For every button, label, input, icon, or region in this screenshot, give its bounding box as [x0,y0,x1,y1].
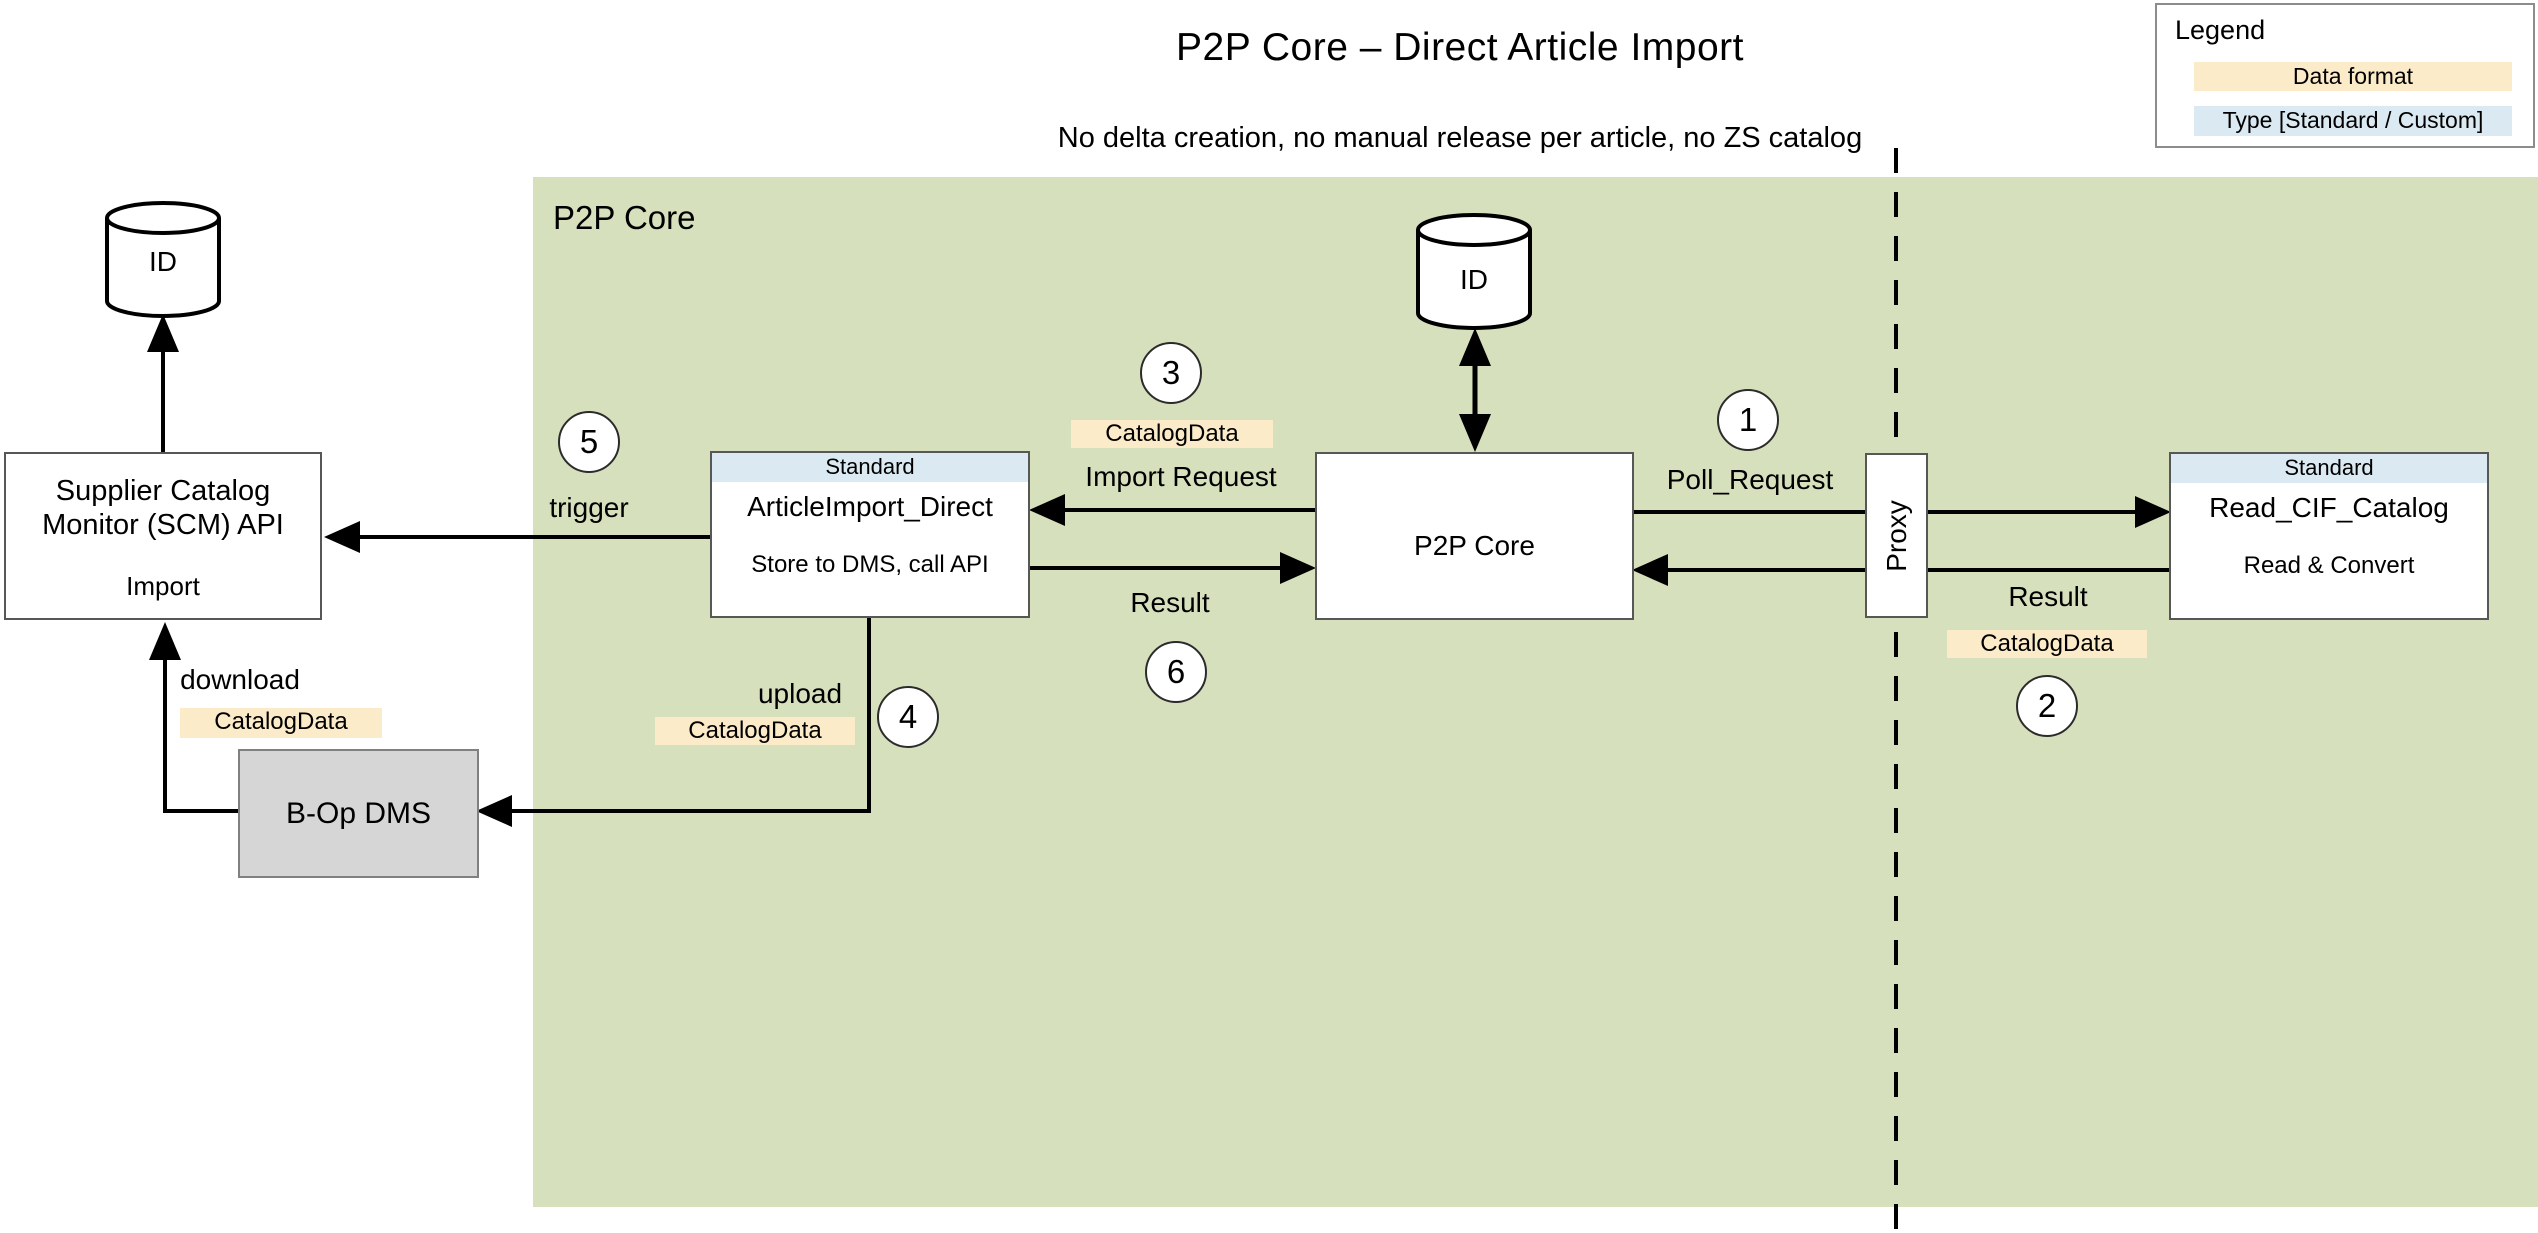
badge-catalogdata-import: CatalogData [1071,420,1273,448]
step-circle-4: 4 [877,686,939,748]
page-subtitle: No delta creation, no manual release per… [1057,122,1863,154]
database-mid-label: ID [1460,264,1488,295]
node-read-cif-catalog: Standard Read_CIF_Catalog Read & Convert [2169,452,2489,620]
read-cif-type-badge: Standard [2171,454,2487,483]
database-left-label: ID [149,246,177,277]
step-circle-2: 2 [2016,675,2078,737]
arrow-upload [476,618,871,827]
node-p2p-core: P2P Core [1315,452,1634,620]
article-import-title: ArticleImport_Direct [747,491,993,522]
arrow-download [149,622,238,813]
article-import-type-badge: Standard [712,453,1028,482]
label-poll-request: Poll_Request [1666,464,1834,495]
legend-title: Legend [2175,15,2266,45]
read-cif-subtitle: Read & Convert [2243,552,2415,579]
step-circle-6: 6 [1145,641,1207,703]
scm-title: Supplier Catalog Monitor (SCM) API [6,474,320,542]
badge-catalogdata-result: CatalogData [1947,630,2147,658]
node-scm-api: Supplier Catalog Monitor (SCM) API Impor… [4,452,322,620]
database-mid-icon [1416,213,1532,330]
label-download: download [180,664,300,695]
step-circle-1: 1 [1717,389,1779,451]
scm-title-line2: Monitor (SCM) API [42,509,284,541]
node-article-import: Standard ArticleImport_Direct Store to D… [710,451,1030,618]
node-bop-dms: B-Op DMS [238,749,479,878]
article-import-subtitle: Store to DMS, call API [751,551,989,578]
step-circle-5: 5 [558,411,620,473]
arrow-import-request [1029,494,1315,526]
proxy-title: Proxy [1880,499,1912,572]
arrow-p2pcore-id-bidirectional [1459,328,1491,452]
scm-title-line1: Supplier Catalog [55,475,271,507]
scm-subtitle: Import [126,571,200,601]
legend-item-type: Type [Standard / Custom] [2194,106,2512,136]
step-circle-3: 3 [1140,342,1202,404]
arrow-trigger [324,521,710,553]
p2p-core-title: P2P Core [1414,530,1535,561]
label-trigger: trigger [549,492,629,523]
legend: Legend Data format Type [Standard / Cust… [2155,3,2535,148]
arrow-result-to-core [1030,552,1316,584]
label-result-left: Result [1130,587,1210,618]
arrow-scm-to-id [147,314,179,452]
badge-catalogdata-download: CatalogData [180,708,382,738]
p2p-core-container-label: P2P Core [553,199,696,236]
page-title: P2P Core – Direct Article Import [1176,26,1744,69]
label-result-right: Result [2008,581,2088,612]
label-import-request: Import Request [1085,461,1277,492]
database-left-icon [105,201,221,318]
legend-item-data-format: Data format [2194,62,2512,91]
label-upload: upload [757,678,843,709]
read-cif-title: Read_CIF_Catalog [2209,492,2449,523]
badge-catalogdata-upload: CatalogData [655,717,855,745]
node-proxy: Proxy [1865,453,1928,618]
